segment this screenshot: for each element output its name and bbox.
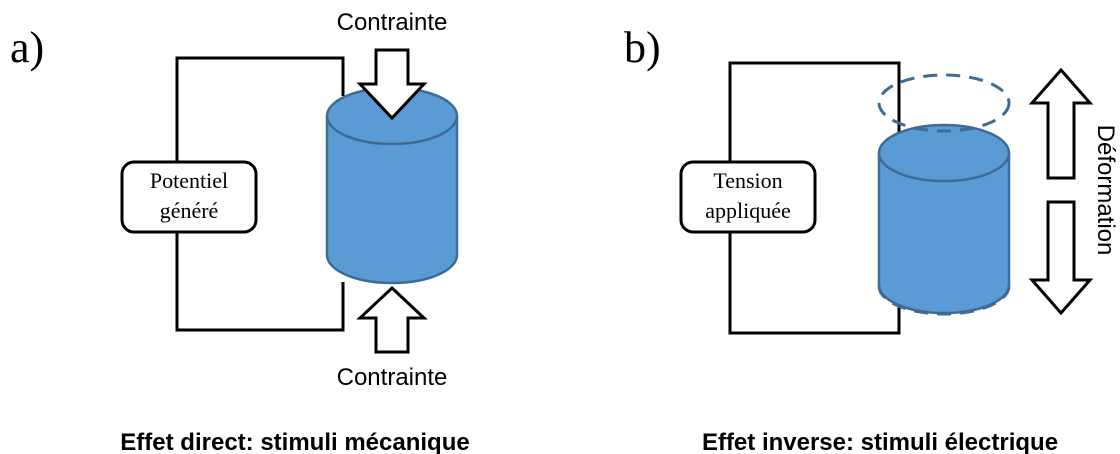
panel-a: a) Potentiel généré Contrainte Contraint… [10, 9, 470, 454]
panel-b-letter: b) [624, 23, 661, 72]
panel-a-caption: Effet direct: stimuli mécanique [120, 429, 469, 454]
panel-b-deformation-outline-bottom [877, 285, 1011, 316]
panel-a-stress-arrow-down [356, 48, 428, 121]
panel-b: b) Tension appliquée Déformation Effet i… [624, 23, 1119, 454]
panel-a-cylinder-body [325, 114, 459, 285]
panel-a-potential-box [120, 160, 258, 234]
panel-a-box-line2: généré [160, 198, 219, 223]
panel-a-top-wire [175, 56, 345, 162]
panel-a-box-line1: Potentiel [150, 168, 228, 193]
panel-a-bottom-wire [175, 232, 345, 332]
panel-b-caption: Effet inverse: stimuli électrique [702, 429, 1058, 454]
panel-a-stress-arrow-up [356, 285, 428, 354]
panel-b-box-line2: appliquée [705, 198, 791, 223]
panel-b-bottom-wire [728, 232, 901, 335]
panel-b-cylinder-top [877, 123, 1011, 183]
panel-b-top-wire [728, 61, 901, 162]
panel-b-deformation-arrow-down [1028, 200, 1094, 316]
panel-b-deformation-arrow-up [1028, 67, 1094, 180]
panel-b-cylinder [877, 123, 1011, 315]
panel-a-letter: a) [10, 23, 44, 72]
panel-a-top-stress-label: Contrainte [337, 9, 448, 36]
panel-b-deformation-label: Déformation [1092, 125, 1119, 256]
panel-b-box-line1: Tension [713, 168, 782, 193]
panel-b-tension-box [679, 160, 817, 234]
panel-a-bottom-stress-label: Contrainte [337, 364, 448, 391]
panel-b-deformation-outline-top [877, 73, 1011, 133]
